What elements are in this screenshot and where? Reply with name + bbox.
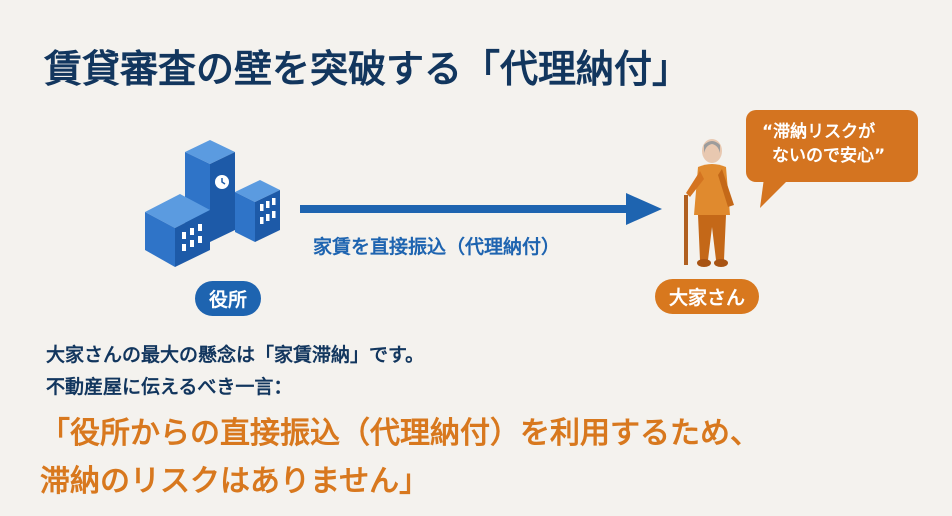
quote-line-2: 滞納のリスクはありません」 bbox=[40, 464, 430, 499]
speech-bubble-line1: “滞納リスクが bbox=[762, 122, 876, 142]
arrow-right-icon bbox=[300, 193, 662, 225]
government-building-icon bbox=[145, 140, 280, 267]
quote-line-1: 「役所からの直接振込（代理納付）を利用するため、 bbox=[40, 416, 760, 451]
speech-bubble: “滞納リスクが ないので安心” bbox=[746, 110, 918, 182]
landlord-label: 大家さん bbox=[655, 279, 760, 314]
concern-text: 大家さんの最大の懸念は「家賃滞納」です。 bbox=[46, 344, 425, 366]
speech-bubble-line2: ないので安心” bbox=[772, 146, 886, 166]
advice-intro: 不動産屋に伝えるべき一言： bbox=[46, 376, 293, 398]
page-title: 賃貸審査の壁を突破する「代理納付」 bbox=[44, 47, 691, 91]
government-office-label: 役所 bbox=[195, 281, 262, 316]
elderly-landlord-icon bbox=[684, 139, 734, 267]
speech-bubble-tail bbox=[760, 178, 790, 208]
arrow-label: 家賃を直接振込（代理納付） bbox=[313, 236, 561, 258]
